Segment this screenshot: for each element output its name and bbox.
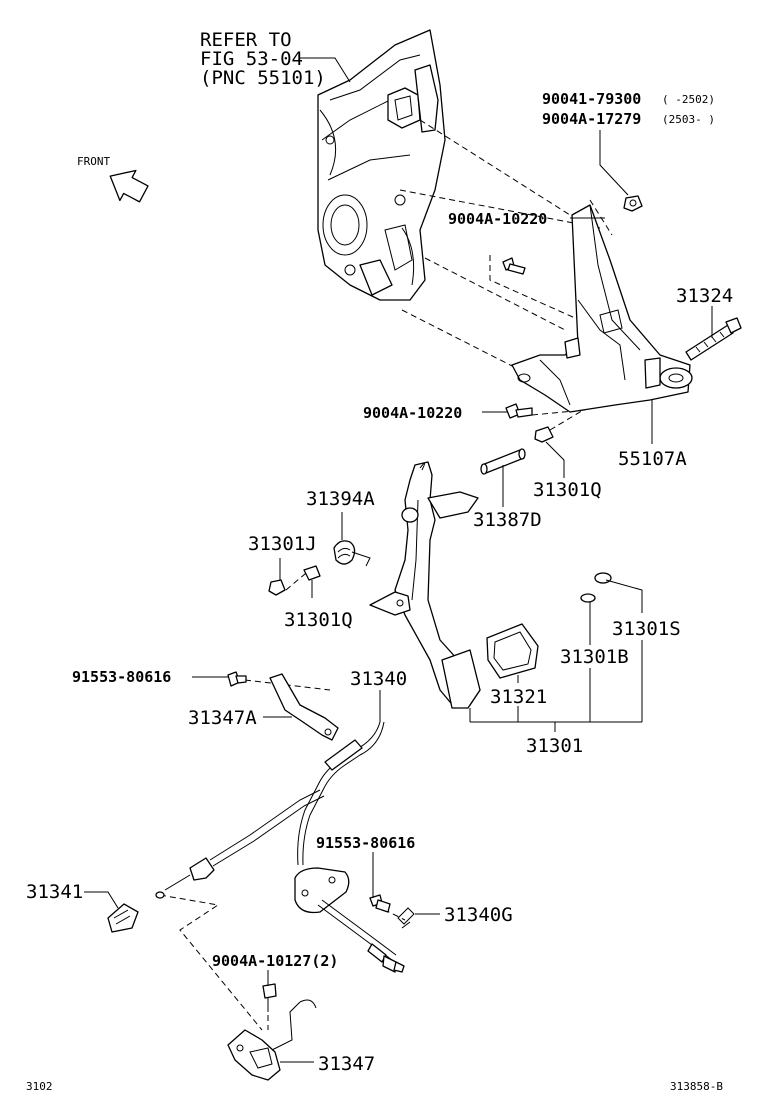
cable-end-31341 bbox=[107, 903, 139, 933]
label-31347A: 31347A bbox=[188, 707, 257, 729]
nut-31301J bbox=[268, 579, 286, 596]
label-31340: 31340 bbox=[350, 668, 407, 690]
label-31301B: 31301B bbox=[560, 646, 629, 668]
label-31324: 31324 bbox=[676, 285, 733, 307]
label-9004A-10127: 9004A-10127(2) bbox=[212, 952, 338, 970]
label-31387D: 31387D bbox=[473, 509, 542, 531]
bolt-9004A-10220-lower bbox=[505, 403, 533, 419]
footer-right-code: 313858-B bbox=[670, 1080, 723, 1093]
release-cable-31340 bbox=[155, 700, 405, 973]
clip-31340G bbox=[397, 907, 415, 929]
label-31347: 31347 bbox=[318, 1053, 375, 1075]
label-9004A-10220-lower: 9004A-10220 bbox=[363, 404, 462, 422]
label-91553-80616-lower: 91553-80616 bbox=[316, 834, 415, 852]
bracket-31347A bbox=[269, 673, 339, 741]
leader-lines bbox=[84, 57, 713, 1063]
label-55107A: 55107A bbox=[618, 448, 687, 470]
front-arrow-icon bbox=[109, 169, 149, 203]
footer-left-code: 3102 bbox=[26, 1080, 53, 1093]
refer-line-3: (PNC 55101) bbox=[200, 67, 326, 89]
label-31394A: 31394A bbox=[306, 488, 375, 510]
label-31301: 31301 bbox=[526, 735, 583, 757]
refer-line-2: FIG 53-04 bbox=[200, 48, 303, 70]
spring-31394A bbox=[333, 540, 371, 567]
label-31340G: 31340G bbox=[444, 904, 513, 926]
label-91553-80616-upper: 91553-80616 bbox=[72, 668, 171, 686]
label-31301J: 31301J bbox=[248, 533, 317, 555]
bolt-31324 bbox=[685, 317, 742, 361]
label-9004A-17279-range: (2503- ) bbox=[662, 113, 715, 126]
pedal-bracket-55107A bbox=[511, 204, 693, 413]
label-90041-79300: 90041-79300 bbox=[542, 90, 641, 108]
label-31301Q-upper: 31301Q bbox=[533, 479, 602, 501]
pedal-pad-31321 bbox=[486, 623, 539, 679]
nut-90041-79300 bbox=[623, 195, 643, 212]
bolt-9004A-10127 bbox=[262, 983, 277, 1012]
body-panel bbox=[317, 29, 446, 301]
collar-31387D bbox=[480, 448, 526, 475]
part-labels: REFER TO FIG 53-04 (PNC 55101) FRONT 900… bbox=[26, 29, 733, 1093]
bolt-9004A-10220-upper bbox=[502, 257, 526, 275]
refer-line-1: REFER TO bbox=[200, 29, 292, 51]
stopper-31301B bbox=[580, 593, 596, 603]
bushing-31301Q-lower bbox=[303, 565, 321, 581]
pedal-arm-31301 bbox=[369, 461, 481, 709]
label-9004A-10220-upper: 9004A-10220 bbox=[448, 210, 547, 228]
label-31301S: 31301S bbox=[612, 618, 681, 640]
label-31341: 31341 bbox=[26, 881, 83, 903]
label-31321: 31321 bbox=[490, 686, 547, 708]
label-90041-79300-range: ( -2502) bbox=[662, 93, 715, 106]
label-31301Q-lower: 31301Q bbox=[284, 609, 353, 631]
label-9004A-17279: 9004A-17279 bbox=[542, 110, 641, 128]
front-label: FRONT bbox=[77, 155, 110, 168]
bracket-31347 bbox=[227, 999, 317, 1081]
nut-31301Q-upper bbox=[534, 426, 554, 443]
bolt-91553-80616-upper bbox=[227, 671, 247, 687]
stopper-31301S bbox=[594, 572, 612, 584]
